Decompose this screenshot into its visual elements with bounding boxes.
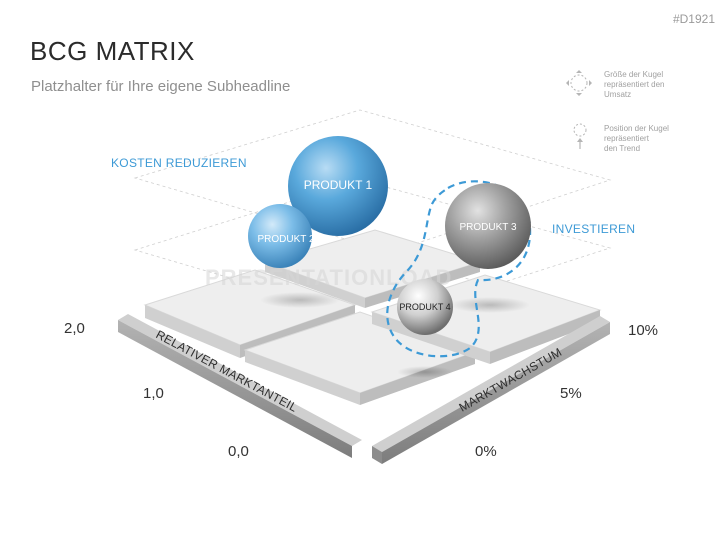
bubble-label-3: PRODUKT 3 [459, 222, 516, 233]
right-tick-0: 0% [475, 443, 497, 460]
legend-position-text: Position der Kugel repräsentiert den Tre… [604, 124, 669, 153]
right-tick-10: 10% [628, 322, 659, 339]
legend-size-text: Größe der Kugel repräsentiert den Umsatz [604, 70, 665, 99]
bubble-produkt-1 [288, 136, 388, 236]
page-subtitle: Platzhalter für Ihre eigene Subheadline [31, 78, 291, 95]
bubble-produkt-4 [397, 279, 453, 335]
bubble-size-icon [566, 70, 592, 96]
investieren-highlight [386, 180, 532, 358]
left-tick-1: 1,0 [143, 385, 164, 402]
left-tick-0: 0,0 [228, 443, 249, 460]
left-axis-bar [118, 314, 362, 458]
matrix-tiles [143, 229, 602, 405]
bubble-label-1: PRODUKT 1 [304, 178, 373, 192]
left-tick-2: 2,0 [64, 320, 85, 337]
bubble-label-4: PRODUKT 4 [399, 302, 450, 312]
bubble-produkt-2 [248, 204, 312, 268]
bubble-produkt-3 [445, 183, 531, 269]
right-tick-5: 5% [560, 385, 582, 402]
right-axis-bar [372, 316, 610, 464]
quadrant-label-investieren: INVESTIEREN [552, 222, 636, 236]
slide-id: #D1921 [672, 12, 715, 26]
bubble-trend-icon [573, 123, 587, 149]
bubble-label-2: PRODUKT 2 [257, 234, 314, 245]
page-title: BCG MATRIX [30, 36, 195, 66]
quadrant-label-kosten-reduzieren: KOSTEN REDUZIEREN [111, 156, 247, 170]
